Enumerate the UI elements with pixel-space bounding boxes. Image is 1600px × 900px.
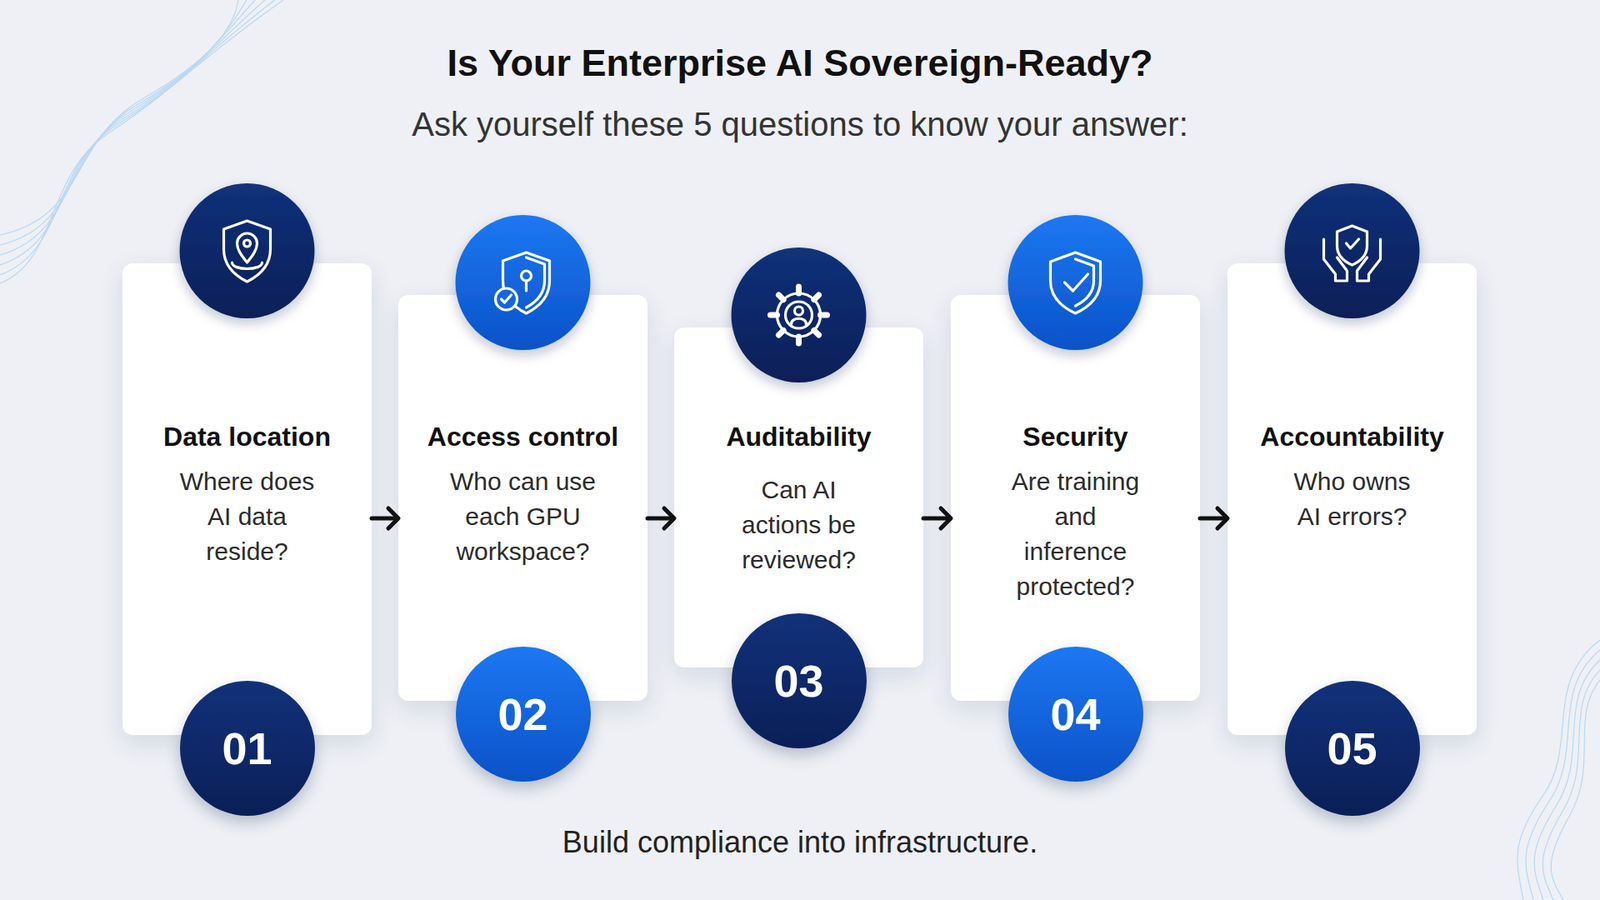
card-content: Data locationWhere does AI data reside? <box>122 420 372 570</box>
card-heading: Data location <box>122 420 372 454</box>
question-card: AccountabilityWho owns AI errors? <box>1227 263 1477 735</box>
callout-number: 01 <box>221 723 272 774</box>
callout-number: 02 <box>497 689 548 740</box>
arrow-head <box>388 508 399 529</box>
diagram-caption: Build compliance into infrastructure. <box>0 824 1600 861</box>
number-circle: 03 <box>731 613 867 749</box>
arrow-line <box>1200 516 1226 521</box>
card-question: Are training and inference protected? <box>1005 464 1147 605</box>
card-content: Access controlWho can use each GPU works… <box>398 420 648 570</box>
card-content: SecurityAre training and inference prote… <box>950 420 1200 605</box>
card-content: AccountabilityWho owns AI errors? <box>1227 420 1477 535</box>
subtitle-label: Ask yourself these 5 questions to know y… <box>0 104 1600 145</box>
card-content: AuditabilityCan AI actions be reviewed? <box>674 420 924 578</box>
flow-arrow <box>371 508 399 529</box>
number-circle: 04 <box>1008 646 1144 782</box>
callout-number: 05 <box>1326 723 1377 774</box>
callout-number: 03 <box>773 655 824 706</box>
arrow-line <box>923 516 950 521</box>
card-question: Can AI actions be reviewed? <box>728 472 870 578</box>
question-card: SecurityAre training and inference prote… <box>950 295 1200 701</box>
flow-arrow <box>1200 508 1228 529</box>
card-heading: Auditability <box>674 420 924 454</box>
callout-number: 04 <box>1050 689 1100 740</box>
question-card: Access controlWho can use each GPU works… <box>398 295 648 701</box>
diagram-title: Is Your Enterprise AI Sovereign-Ready? <box>0 40 1600 86</box>
arrow-head <box>1217 508 1228 529</box>
number-circle: 05 <box>1285 680 1420 816</box>
arrow-line <box>371 516 397 521</box>
flow-arrow <box>647 508 675 529</box>
question-card: Data locationWhere does AI data reside? <box>122 263 372 735</box>
card-question: Who can use each GPU workspace? <box>440 464 607 570</box>
number-circle: 02 <box>455 646 591 782</box>
arrow-head <box>664 508 675 529</box>
flow-arrow <box>923 508 951 529</box>
card-heading: Accountability <box>1227 420 1477 454</box>
card-heading: Access control <box>398 420 648 454</box>
arrow-head <box>940 508 951 529</box>
card-question: Where does AI data reside? <box>172 464 323 570</box>
card-heading: Security <box>950 420 1200 454</box>
number-circle: 01 <box>180 680 315 816</box>
arrow-line <box>647 516 673 521</box>
card-question: Who owns AI errors? <box>1285 464 1420 535</box>
